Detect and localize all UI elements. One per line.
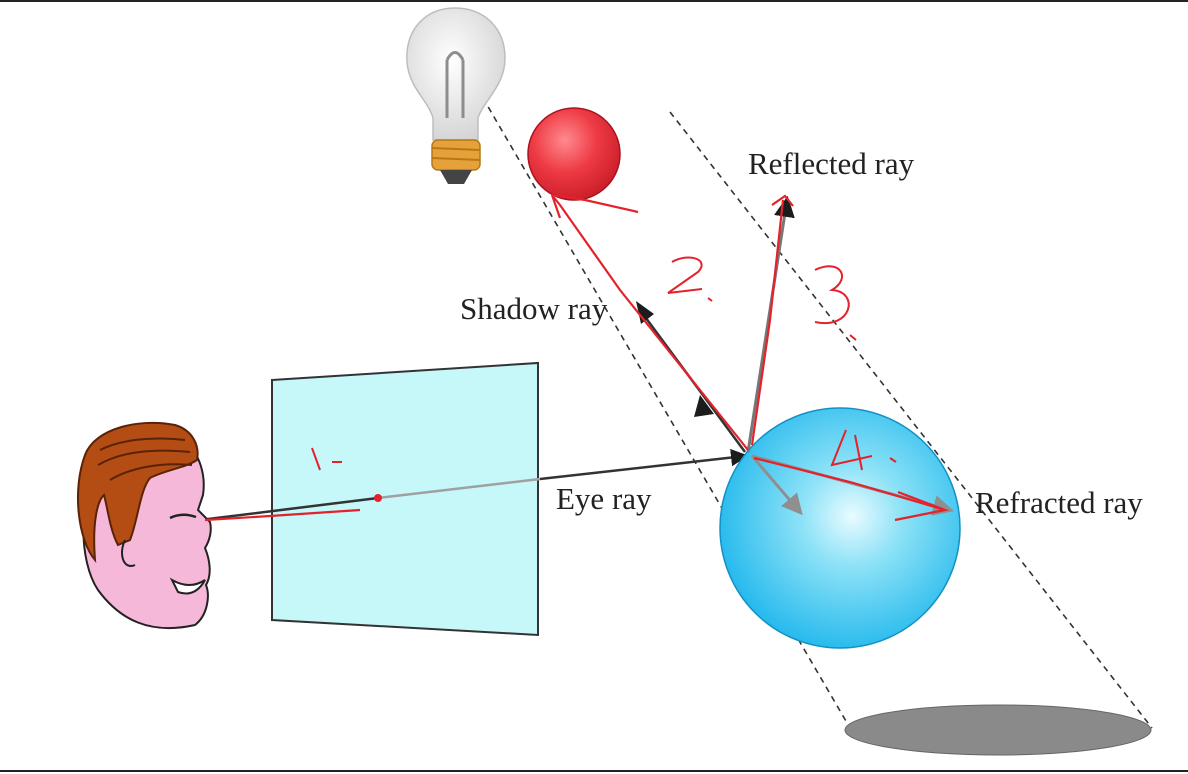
- pixel-dot: [374, 494, 382, 502]
- shadow-ray-arrow-down: [694, 395, 714, 417]
- viewer-face-icon: [76, 421, 212, 630]
- red-sphere: [527, 107, 621, 201]
- eye-ray-label: Eye ray: [556, 481, 652, 516]
- annotation-refracted-ray: [753, 456, 949, 522]
- annotation-shadow-ray: [551, 194, 749, 451]
- shadow-ray-arrow-up: [636, 301, 654, 324]
- annotation-shadow-arrowhead: [550, 193, 639, 219]
- annotation-reflected-ray: [750, 194, 794, 446]
- image-plane: [271, 361, 539, 637]
- eye-ray-segment-viewer: [199, 496, 379, 522]
- blue-sphere: [719, 407, 961, 649]
- shadow-ray-label: Shadow ray: [460, 291, 608, 326]
- refracted-ray-inner: [750, 455, 803, 516]
- annotation-number-3: [814, 265, 857, 341]
- annotation-number-4: [830, 429, 897, 471]
- reflected-ray: [746, 195, 795, 453]
- annotation-number-1: [311, 447, 342, 471]
- reflected-ray-label: Reflected ray: [748, 146, 915, 181]
- annotation-number-2: [667, 256, 713, 302]
- lightbulb-icon: [406, 7, 506, 184]
- annotation-strokes: [204, 193, 949, 522]
- refracted-ray-label: Refracted ray: [975, 485, 1143, 520]
- annotation-eye-ray: [204, 508, 361, 522]
- light-boundary-right: [669, 111, 1153, 729]
- eye-ray-segment-screen: [377, 477, 541, 500]
- shadow-ellipse: [844, 704, 1152, 756]
- eye-ray: [539, 448, 749, 481]
- step-3-text: 3.: [815, 319, 817, 321]
